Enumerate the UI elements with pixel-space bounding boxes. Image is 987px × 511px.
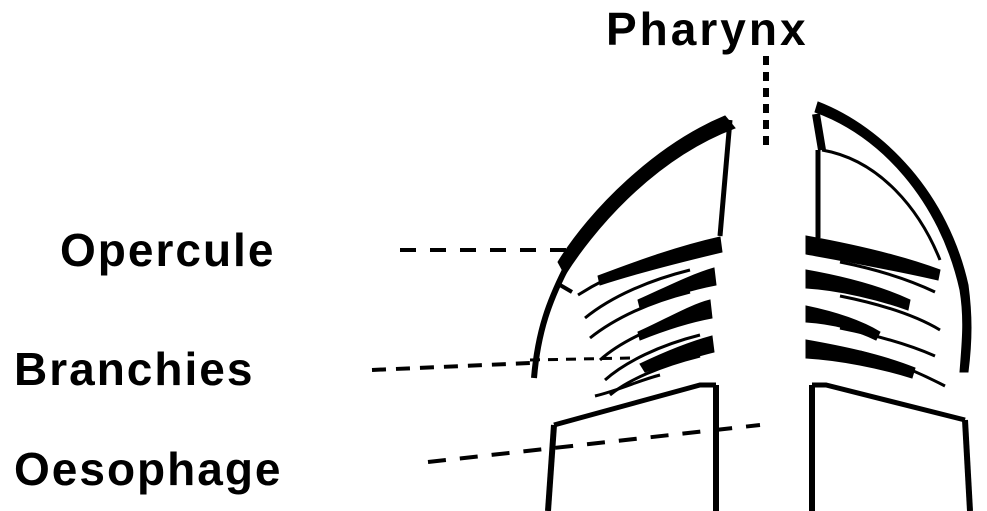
left-gills (578, 237, 722, 396)
oesophagus (548, 385, 970, 511)
pharynx-label: Pharynx (606, 6, 809, 52)
oesophage-label: Oesophage (14, 446, 283, 492)
opercule-label: Opercule (60, 227, 275, 273)
branchies-leader-main (372, 363, 530, 370)
oesophage-leader (428, 425, 760, 462)
branchies-leader-tip (530, 358, 630, 360)
right-operculum (815, 102, 971, 372)
branchies-label: Branchies (14, 346, 254, 392)
right-gills (806, 236, 945, 386)
